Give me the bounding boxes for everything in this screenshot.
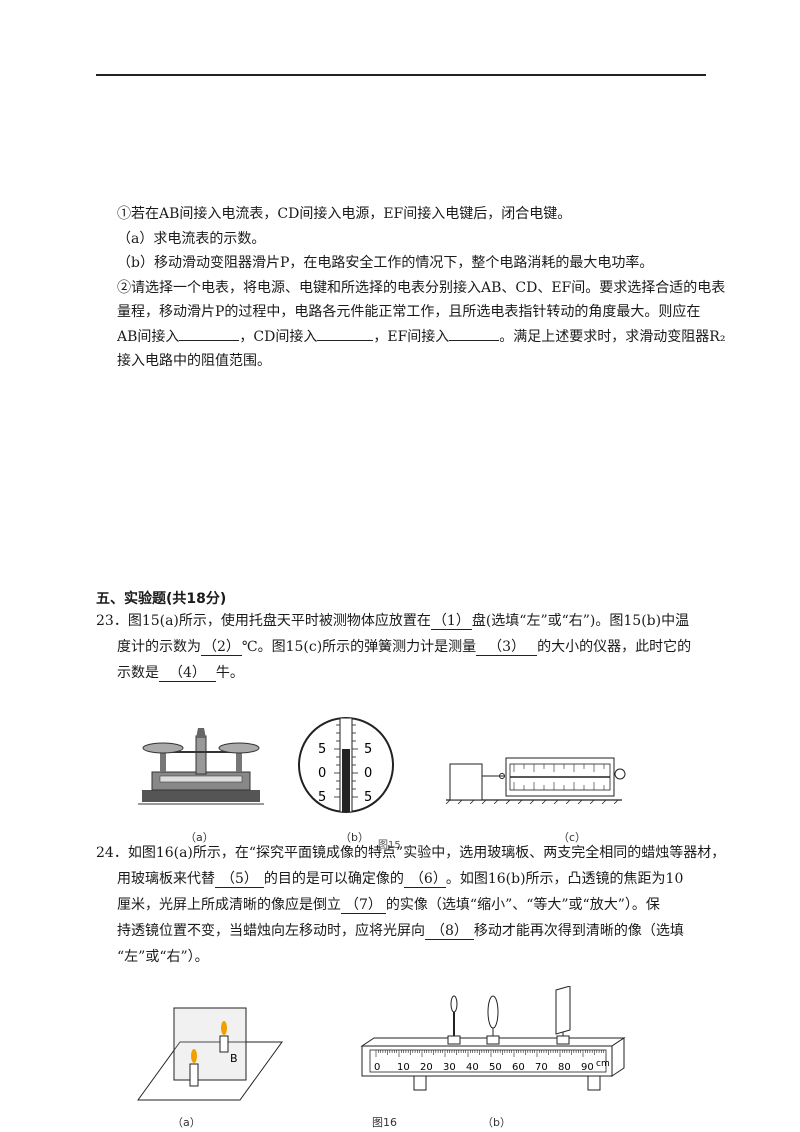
ruler-label-50: 50 [489,1062,502,1073]
thermometer-label-mid-right: 0 [364,766,372,781]
ruler-unit: cm [596,1059,610,1069]
subquestion-2-line1: ②请选择一个电表，将电源、电键和所选择的电表分别接入AB、CD、EF间。要求选择… [117,279,726,296]
blank-ab[interactable] [179,339,240,341]
blank-4[interactable]: （4） [159,665,216,682]
optical-bench-figure: 0 10 20 30 40 50 60 70 80 90 cm [360,986,626,1091]
plane-mirror-figure: B [137,1007,283,1101]
subquestion-2-line2: 量程，移动滑片P的过程中，电路各元件能正常工作，且所选电表指针转动的角度最大。则… [117,304,701,320]
ruler-label-10: 10 [397,1062,410,1073]
ruler-label-20: 20 [420,1062,433,1073]
candle-front-icon [189,1063,199,1087]
caption-fig16: 图16 [372,1116,397,1129]
blank-7[interactable]: （7） [341,897,386,914]
thermometer-figure: 5 0 5 5 0 5 [298,717,394,813]
thermometer-label-bottom-right: 5 [364,790,372,805]
lens-icon [487,995,499,1029]
label-b: B [230,1052,238,1065]
caption-15a: （a） [185,831,214,844]
caption-15b: （b） [340,831,369,844]
candle-image-icon [219,1035,229,1053]
candle-flame-icon [450,995,458,1013]
thermometer-label-top-right: 5 [364,742,372,757]
ruler-label-70: 70 [535,1062,548,1073]
subquestion-1a: （a）求电流表的示数。 [117,230,266,247]
subquestion-2-line4: 接入电路中的阻值范围。 [117,353,271,369]
blank-5[interactable]: （5） [215,871,264,888]
thermometer-label-bottom-left: 5 [318,790,326,805]
balance-figure [138,728,264,805]
question-23: 23．图15(a)所示，使用托盘天平时被测物体应放置在（1）盘(选填“左”或“右… [96,613,692,682]
blank-1[interactable]: （1） [430,613,472,630]
caption-16a: （a） [172,1116,201,1129]
caption-16b: （b） [482,1116,511,1129]
blank-8[interactable]: （8） [425,923,474,940]
thermometer-label-top-left: 5 [318,742,326,757]
blank-2[interactable]: （2） [201,639,242,656]
section-heading: 五、实验题(共18分) [96,591,227,607]
blank-ef[interactable] [449,339,500,341]
subquestion-2-line3: AB间接入，CD间接入，EF间接入。满足上述要求时，求滑动变阻器R₂ [117,328,726,345]
header-rule [96,74,706,76]
ruler-labels: 0 10 20 30 40 50 60 70 80 90 cm [374,1059,610,1073]
blank-cd[interactable] [317,339,374,341]
ruler-label-30: 30 [443,1062,456,1073]
spring-scale-figure [445,757,626,804]
subquestion-1: ①若在AB间接入电流表，CD间接入电源，EF间接入电键后，闭合电键。 [117,206,572,222]
question-24: 24．如图16(a)所示，在“探究平面镜成像的特点”实验中，选用玻璃板、两支完全… [96,845,726,965]
caption-fig15: 图15 [378,840,401,851]
ruler-label-90: 90 [581,1062,594,1073]
question-22-continuation: ①若在AB间接入电流表，CD间接入电源，EF间接入电键后，闭合电键。 （a）求电… [117,202,726,374]
blank-6[interactable]: （6） [403,871,446,888]
screen-icon [555,986,571,1035]
ruler-label-60: 60 [512,1062,525,1073]
blank-3[interactable]: （3） [476,639,538,656]
thermometer-label-mid-left: 0 [318,766,326,781]
ruler-label-80: 80 [558,1062,571,1073]
ruler-label-40: 40 [466,1062,479,1073]
subquestion-1b: （b）移动滑动变阻器滑片P，在电路安全工作的情况下，整个电路消耗的最大电功率。 [117,255,654,271]
ruler-label-0: 0 [374,1062,380,1073]
caption-15c: （c） [558,831,587,844]
